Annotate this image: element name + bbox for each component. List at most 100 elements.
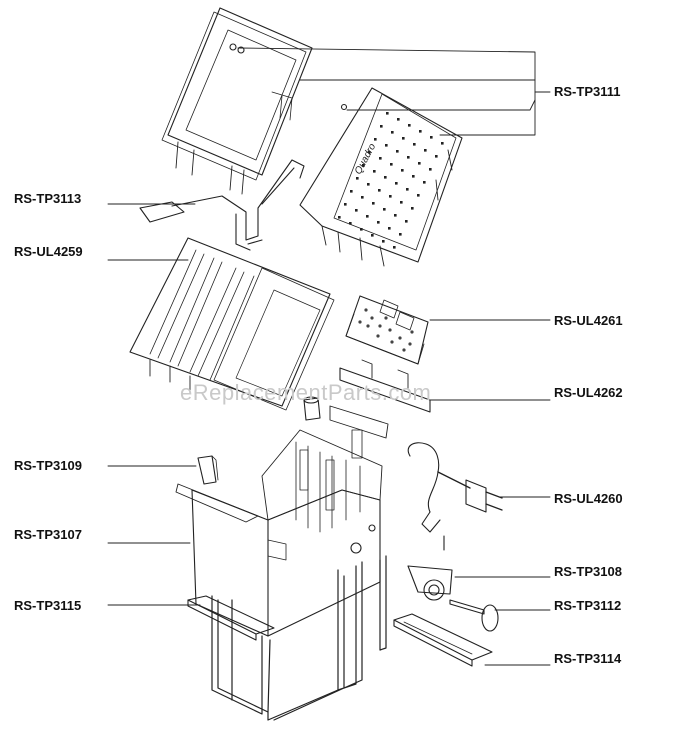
label-rs-tp3108: RS-TP3108 xyxy=(554,564,622,579)
board-component xyxy=(398,336,402,340)
label-rs-ul4262: RS-UL4262 xyxy=(554,385,623,400)
vent-hole xyxy=(399,233,402,236)
leader-tp3111-d xyxy=(439,91,536,136)
crumb-tray xyxy=(187,595,275,641)
circuit-board xyxy=(345,295,429,365)
side-panel-right xyxy=(299,87,463,267)
board-component xyxy=(390,340,394,344)
vent-hole xyxy=(418,162,421,165)
vent-hole xyxy=(349,222,352,225)
label-rs-tp3115: RS-TP3115 xyxy=(14,598,82,613)
vent-hole xyxy=(441,142,444,145)
board-component xyxy=(376,334,380,338)
vent-hole xyxy=(393,246,396,249)
label-rs-tp3111: RS-TP3111 xyxy=(554,84,621,99)
board-component xyxy=(358,320,362,324)
vent-hole xyxy=(429,168,432,171)
board-component xyxy=(388,328,392,332)
vent-hole xyxy=(361,196,364,199)
label-rs-tp3109: RS-TP3109 xyxy=(14,458,82,473)
vent-hole xyxy=(389,195,392,198)
vent-hole xyxy=(362,164,365,167)
clip-part xyxy=(197,455,219,485)
side-panel-left xyxy=(161,7,313,195)
vent-hole xyxy=(407,156,410,159)
vent-hole xyxy=(379,157,382,160)
vent-hole xyxy=(344,203,347,206)
wire-stand xyxy=(211,555,387,721)
slot-frame xyxy=(129,237,335,411)
vent-hole xyxy=(395,182,398,185)
label-rs-ul4259: RS-UL4259 xyxy=(14,244,83,259)
vent-hole xyxy=(430,136,433,139)
vent-hole xyxy=(368,151,371,154)
vent-hole xyxy=(396,150,399,153)
label-rs-tp3114: RS-TP3114 xyxy=(554,651,622,666)
board-component xyxy=(378,324,382,328)
leader-tp3111-c xyxy=(346,99,536,111)
shaft-knob xyxy=(449,599,499,632)
vent-hole xyxy=(402,137,405,140)
vent-hole xyxy=(406,188,409,191)
vent-hole xyxy=(378,189,381,192)
vent-hole xyxy=(412,175,415,178)
board-components xyxy=(358,308,414,352)
vent-hole xyxy=(350,190,353,193)
vent-hole xyxy=(372,202,375,205)
vent-hole xyxy=(423,181,426,184)
label-rs-ul4261: RS-UL4261 xyxy=(554,313,623,328)
leader-tp3111-a xyxy=(237,47,551,93)
power-cord xyxy=(407,442,503,551)
vent-hole xyxy=(356,177,359,180)
label-rs-ul4260: RS-UL4260 xyxy=(554,491,623,506)
vent-hole xyxy=(384,176,387,179)
vent-hole xyxy=(374,138,377,141)
vent-hole xyxy=(397,118,400,121)
vent-hole xyxy=(380,125,383,128)
lever-bracket xyxy=(139,159,305,251)
vent-hole xyxy=(408,124,411,127)
vent-hole xyxy=(435,155,438,158)
vent-hole xyxy=(366,215,369,218)
label-rs-tp3107: RS-TP3107 xyxy=(14,527,82,542)
label-rs-tp3113: RS-TP3113 xyxy=(14,191,82,206)
vent-hole xyxy=(382,240,385,243)
board-component xyxy=(408,342,412,346)
vent-hole xyxy=(385,144,388,147)
label-rs-tp3112: RS-TP3112 xyxy=(554,598,622,613)
small-cap xyxy=(303,396,321,421)
vent-hole xyxy=(401,169,404,172)
board-component xyxy=(402,348,406,352)
vent-hole xyxy=(417,194,420,197)
vent-hole xyxy=(394,214,397,217)
board-component xyxy=(370,316,374,320)
vent-hole xyxy=(360,228,363,231)
vent-hole xyxy=(373,170,376,173)
vent-hole xyxy=(388,227,391,230)
board-component xyxy=(366,324,370,328)
vent-hole xyxy=(390,163,393,166)
vent-hole xyxy=(386,112,389,115)
vent-hole xyxy=(413,143,416,146)
vent-hole xyxy=(367,183,370,186)
watermark: eReplacementParts.com xyxy=(180,380,432,405)
vent-hole xyxy=(338,216,341,219)
vent-hole xyxy=(355,209,358,212)
vent-hole xyxy=(400,201,403,204)
vent-hole xyxy=(371,234,374,237)
board-component xyxy=(384,316,388,320)
vent-hole xyxy=(411,207,414,210)
leader-lines xyxy=(107,47,551,666)
vent-hole xyxy=(424,149,427,152)
base-tray xyxy=(393,613,493,667)
vent-holes xyxy=(338,112,444,249)
vent-hole xyxy=(377,221,380,224)
vent-hole xyxy=(419,130,422,133)
vent-hole xyxy=(405,220,408,223)
vent-hole xyxy=(391,131,394,134)
bracket-strip xyxy=(339,359,431,413)
main-housing xyxy=(175,405,389,637)
vent-hole xyxy=(383,208,386,211)
